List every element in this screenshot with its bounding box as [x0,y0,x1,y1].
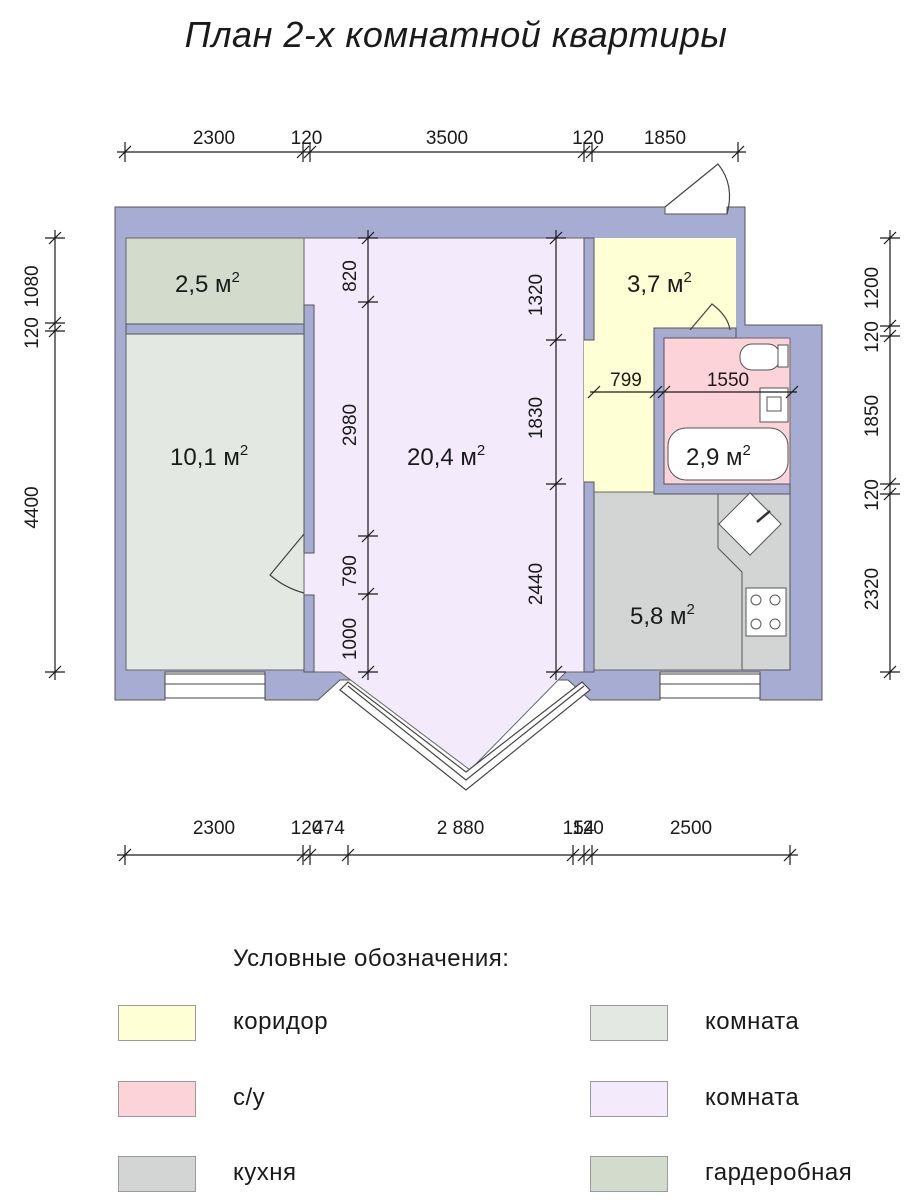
toilet-icon [739,343,781,371]
windows [164,673,761,699]
dim-left-label: 1080 [22,265,43,307]
dim-right-label: 2320 [862,568,883,610]
dim-living-left-label: 790 [340,555,361,587]
dim-bath-tick [657,385,671,399]
dim-bath-tick [785,385,799,399]
dim-bath-tick [649,385,663,399]
dim-bottom-label: 120 [572,818,604,839]
bedroom-area-label: 10,1 м2 [170,442,248,471]
legend-swatch [118,1081,196,1117]
dim-bottom-label: 2 880 [437,818,485,839]
fixtures [667,343,791,671]
entrance-door [664,163,731,215]
legend-title: Условные обозначения: [233,945,510,972]
legend-swatch [118,1005,196,1041]
dim-top-label: 120 [572,128,604,149]
dim-living-left-label: 1000 [340,618,361,660]
kitchen-area-label: 5,8 м2 [630,601,695,630]
wardrobe-area-label: 2,5 м2 [175,269,240,298]
dim-right-label: 1850 [862,395,883,437]
bathroom-area-label: 2,9 м2 [686,442,751,471]
wall-bedroom-living-top [303,304,315,554]
page-title: План 2-х комнатной квартиры [184,14,728,55]
legend-label: с/у [233,1084,266,1111]
legend-label: кухня [233,1159,297,1186]
dim-bath-tick [587,385,601,399]
dim-right-label: 1200 [862,267,883,309]
dim-top-label: 1850 [644,128,686,149]
legend-label: комната [705,1084,800,1111]
sink-icon [759,387,789,423]
legend-swatch [590,1081,668,1117]
dim-left-label: 4400 [22,486,43,528]
dim-living-left-label: 2980 [340,404,361,446]
dim-living-right-label: 2440 [526,563,547,605]
wall-bedroom-living-bottom [303,594,315,673]
dim-bottom-label: 120 [291,818,323,839]
legend-label: коридор [233,1008,329,1035]
dim-bottom-label: 154 [563,818,595,839]
legend-label: гардеробная [705,1159,853,1186]
dim-bottom-label: 2300 [193,818,235,839]
partitions [125,237,791,673]
window-bedroom [164,673,266,699]
room-wardrobe [125,237,305,325]
dim-top-label: 2300 [193,128,235,149]
dim-bath-label: 1550 [707,370,749,391]
bedroom-door [269,533,305,594]
wall-living-corridor-bottom [583,481,595,673]
legend-swatch [590,1005,668,1041]
corridor-area-label: 3,7 м2 [627,269,692,298]
bay-window [339,681,591,791]
bathtub-icon [667,427,789,481]
stove-icon [745,587,787,637]
dim-bath-label: 799 [610,370,642,391]
room-bedroom [125,333,305,671]
dim-bottom-label: 2500 [670,818,712,839]
dim-right-label: 120 [862,479,883,511]
dim-living-right-label: 1830 [526,397,547,439]
doors [269,163,731,594]
dim-living-right-label: 1320 [526,274,547,316]
dimension-lines [45,142,900,865]
legend-swatch [590,1156,668,1192]
dim-bottom-label: 474 [313,818,345,839]
wall-bathroom [653,327,791,495]
dim-top-label: 3500 [426,128,468,149]
wall-living-corridor-top [583,237,595,341]
legend-label: комната [705,1008,800,1035]
kitchen-sink-icon [718,492,782,556]
dim-top-label: 120 [291,128,323,149]
dim-left-label: 120 [22,317,43,349]
window-kitchen [659,673,761,699]
legend-swatch [118,1156,196,1192]
living-area-label: 20,4 м2 [407,442,485,471]
dim-right-label: 120 [862,321,883,353]
bathroom-door [689,303,731,331]
wall-wardrobe-bedroom [125,323,305,335]
dim-living-left-label: 820 [340,260,361,292]
